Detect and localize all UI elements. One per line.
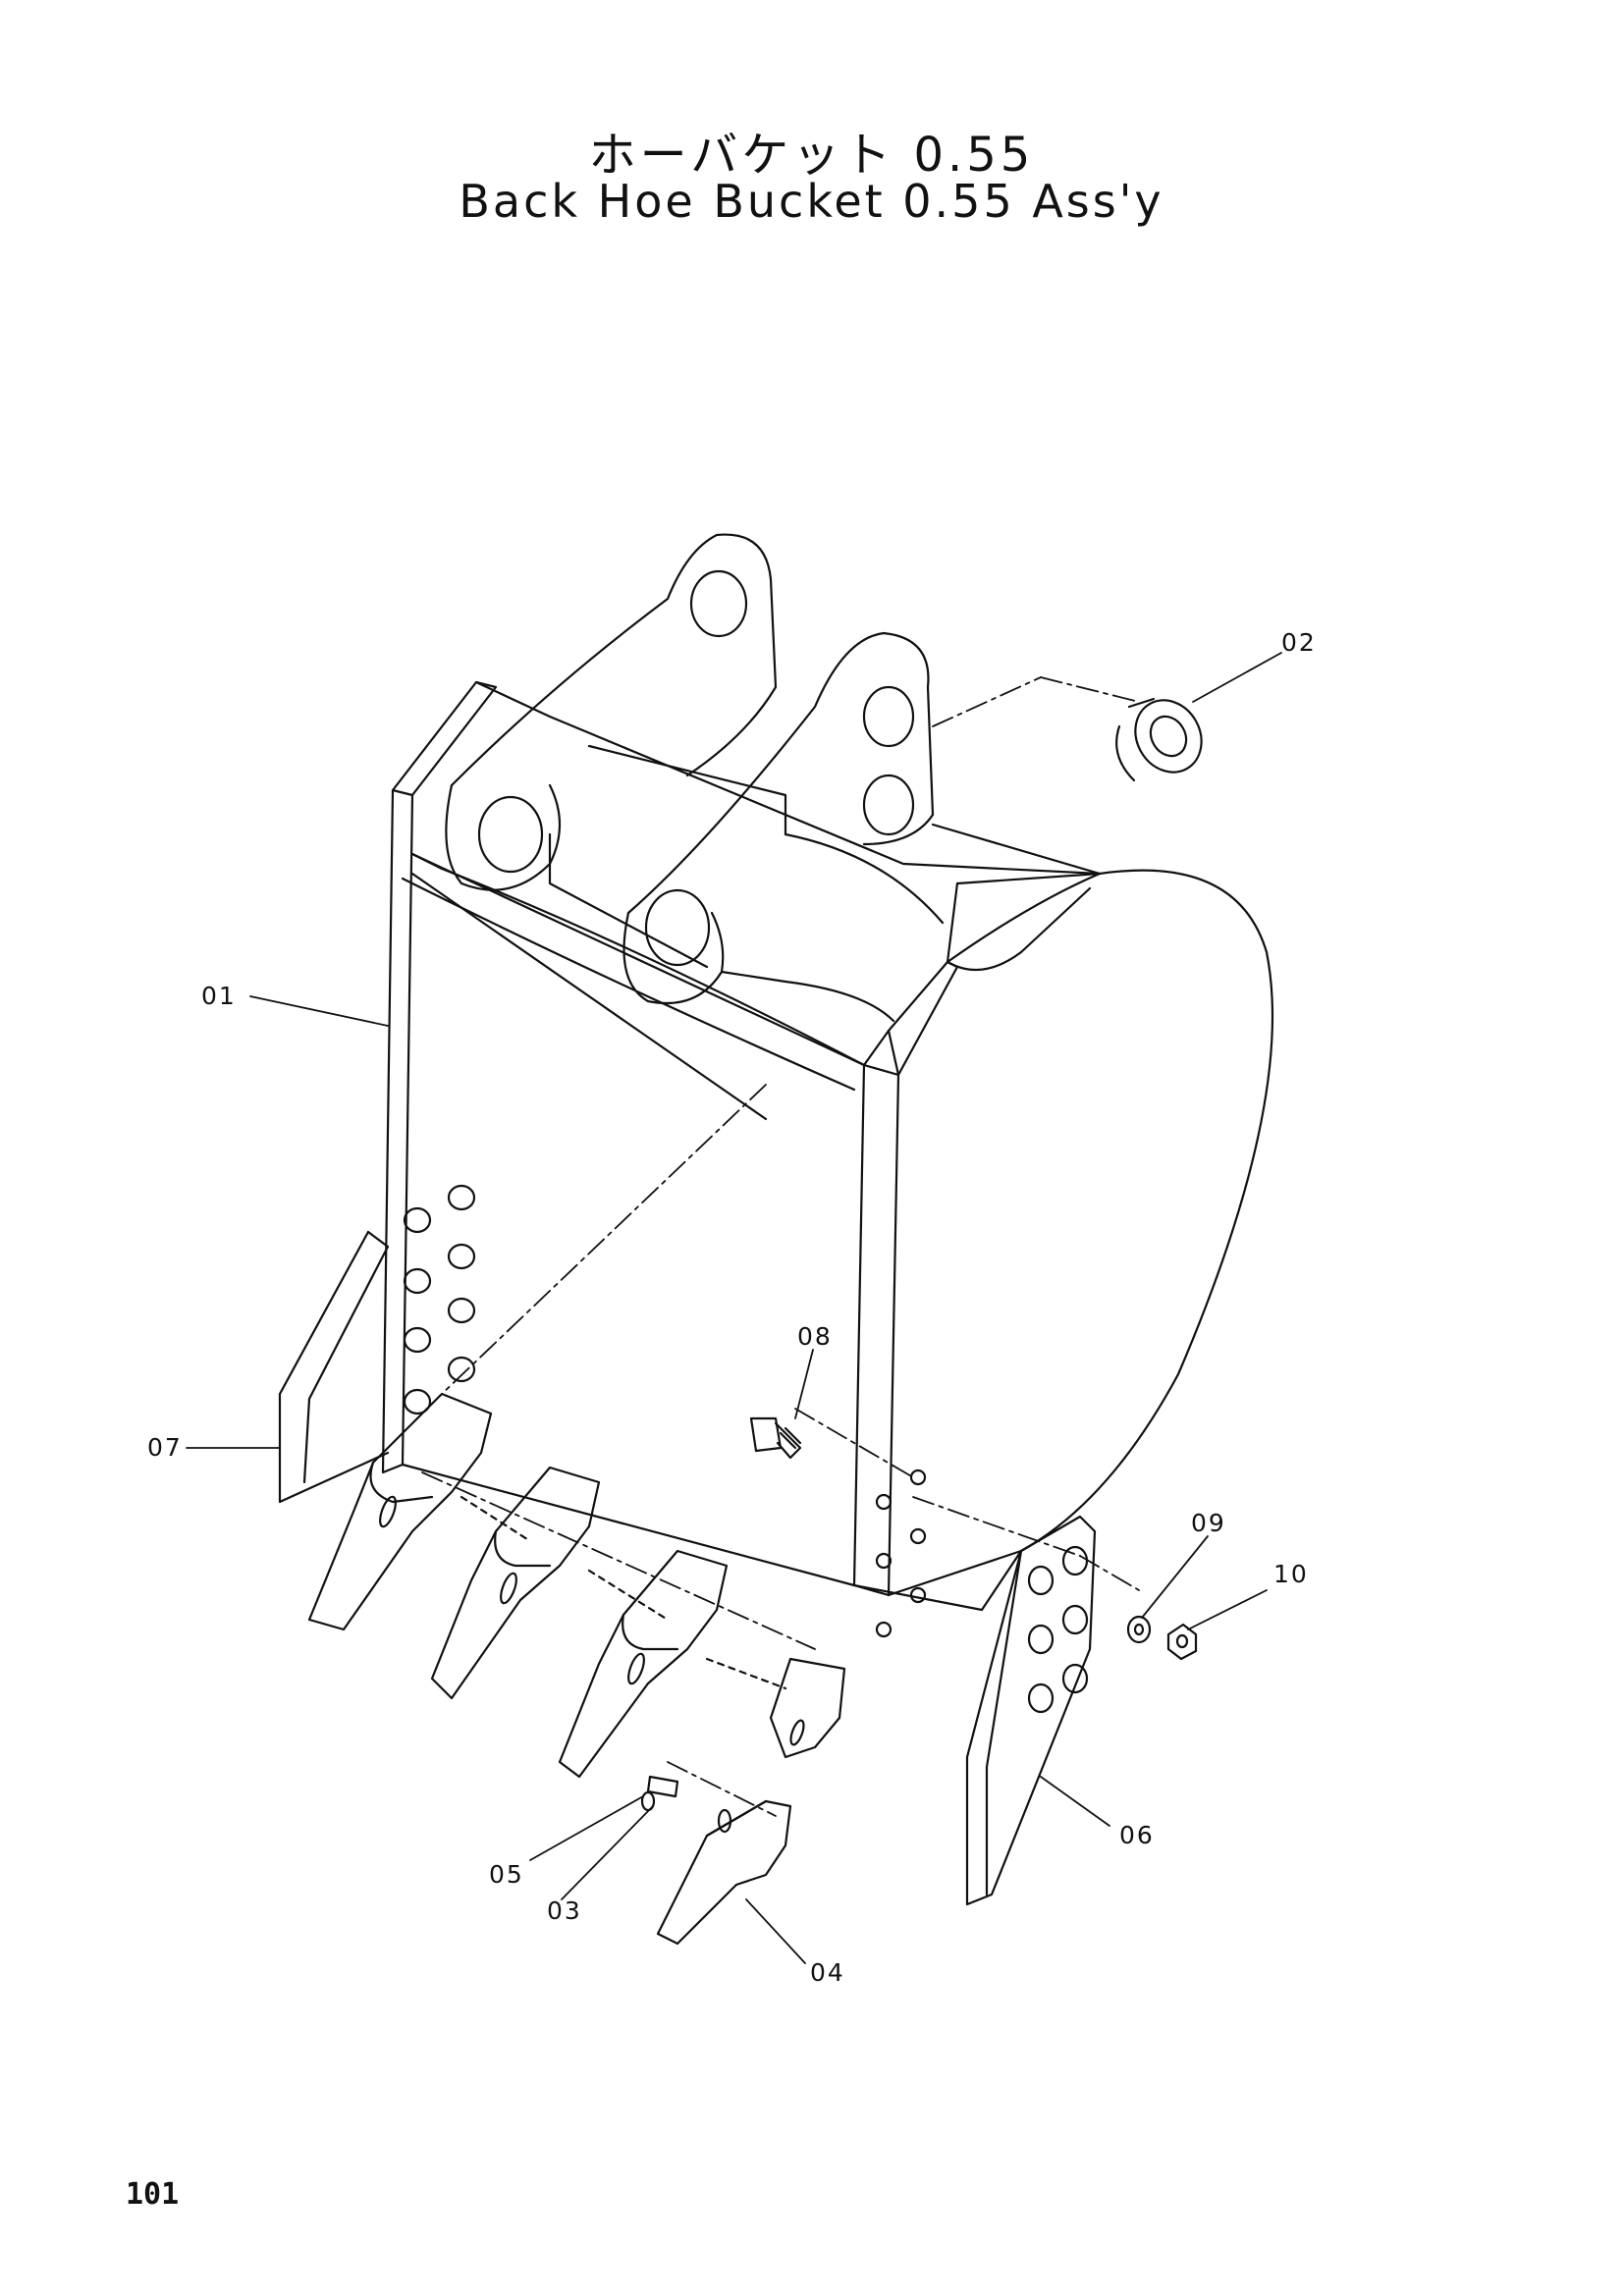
side-cutter-left bbox=[278, 1230, 390, 1504]
bolt bbox=[749, 1416, 802, 1460]
washer bbox=[1126, 1615, 1152, 1644]
callout-10: 10 bbox=[1273, 1560, 1309, 1588]
right-plate-holes bbox=[875, 1468, 927, 1638]
callout-04: 04 bbox=[810, 1958, 845, 1987]
title-english: Back Hoe Bucket 0.55 Ass'y bbox=[459, 175, 1164, 228]
callout-leaders bbox=[186, 652, 1282, 1964]
callout-06: 06 bbox=[1119, 1821, 1155, 1849]
callout-05: 05 bbox=[489, 1860, 524, 1889]
tooth-pin bbox=[646, 1775, 679, 1798]
callout-01: 01 bbox=[201, 982, 237, 1010]
callout-08: 08 bbox=[797, 1322, 833, 1351]
bushing bbox=[1115, 697, 1203, 782]
assembly-leader-lines bbox=[421, 676, 1140, 1817]
callout-03: 03 bbox=[547, 1896, 582, 1925]
mounting-brackets bbox=[445, 533, 945, 1023]
title-japanese: ホーバケット 0.55 bbox=[588, 128, 1035, 183]
bucket-teeth bbox=[307, 1392, 846, 1779]
callout-02: 02 bbox=[1281, 628, 1317, 657]
bucket-body bbox=[381, 680, 1274, 1612]
page-number: 101 bbox=[126, 2177, 180, 2212]
nut bbox=[1166, 1623, 1198, 1661]
side-cutter-right bbox=[965, 1515, 1097, 1906]
callout-09: 09 bbox=[1191, 1509, 1226, 1537]
callout-07: 07 bbox=[147, 1433, 183, 1462]
exploded-tooth bbox=[656, 1799, 792, 1946]
side-bolts bbox=[403, 1184, 476, 1415]
callout-labels: 01 02 03 04 05 06 07 08 09 10 bbox=[147, 628, 1317, 1987]
